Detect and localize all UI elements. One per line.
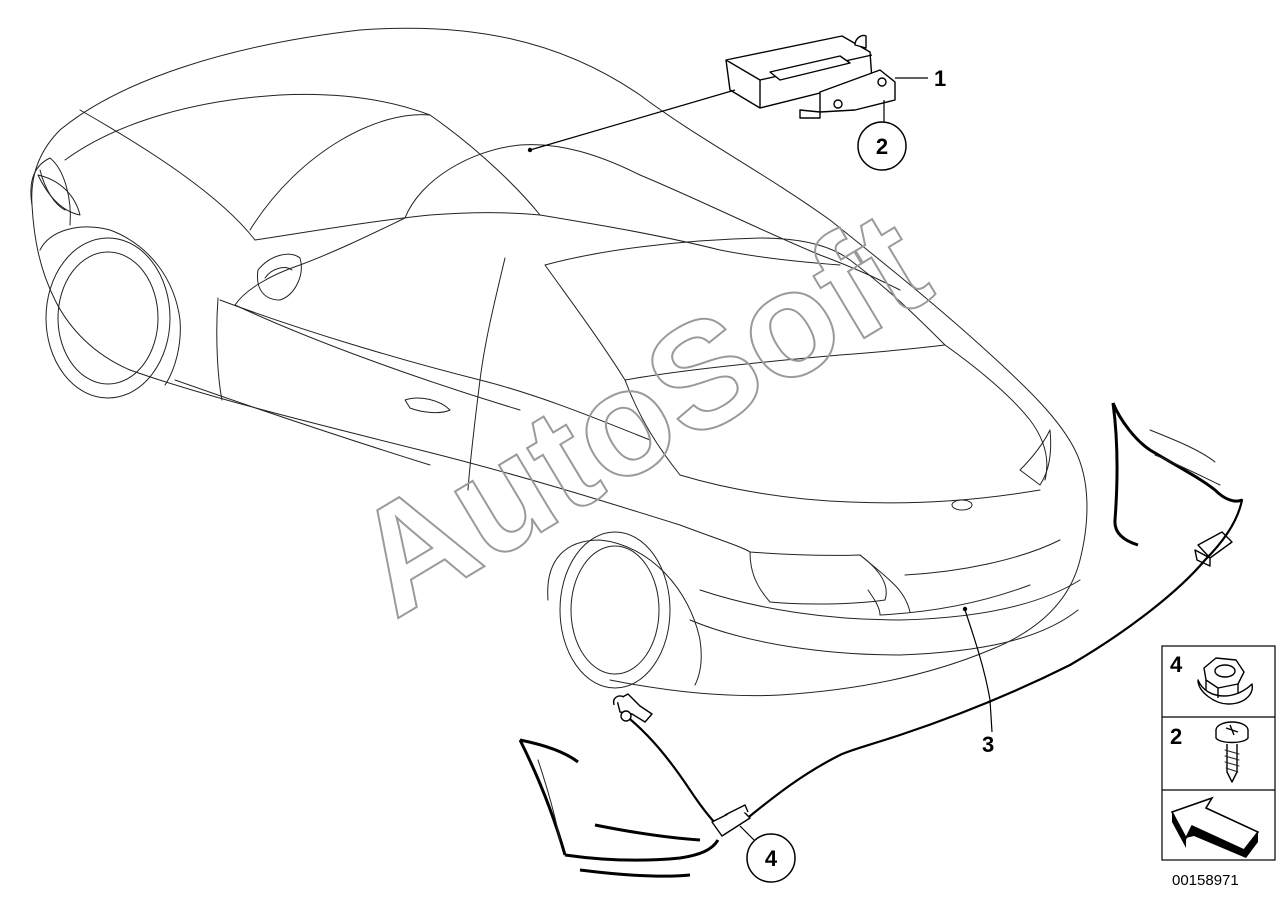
hex-nut-icon	[1197, 657, 1253, 705]
callout-circle-4	[746, 833, 796, 883]
car-outline	[30, 27, 1088, 697]
part-label-3: 3	[982, 732, 994, 757]
callout-circle-2	[857, 121, 907, 171]
leader-callout-4	[739, 825, 757, 843]
hardware-legend: 4 2	[1161, 645, 1276, 861]
control-unit-part	[725, 34, 896, 119]
mount-point-part-1	[527, 147, 533, 153]
part-label-1: 1	[934, 66, 946, 91]
legend-number-nut: 4	[1170, 652, 1183, 677]
document-number: 00158971	[1172, 872, 1239, 889]
mount-point-part-3	[962, 606, 968, 612]
callout-label-2: 2	[876, 134, 888, 159]
leader-part-3	[964, 609, 993, 733]
callout-label-4: 4	[765, 846, 778, 871]
screw-icon	[1215, 721, 1249, 783]
legend-number-screw: 2	[1170, 724, 1182, 749]
watermark: AutoSoft	[325, 177, 954, 647]
leader-part-1-car	[529, 89, 736, 151]
antenna-cable-part	[518, 402, 1244, 878]
direction-arrow-icon	[1170, 796, 1260, 858]
